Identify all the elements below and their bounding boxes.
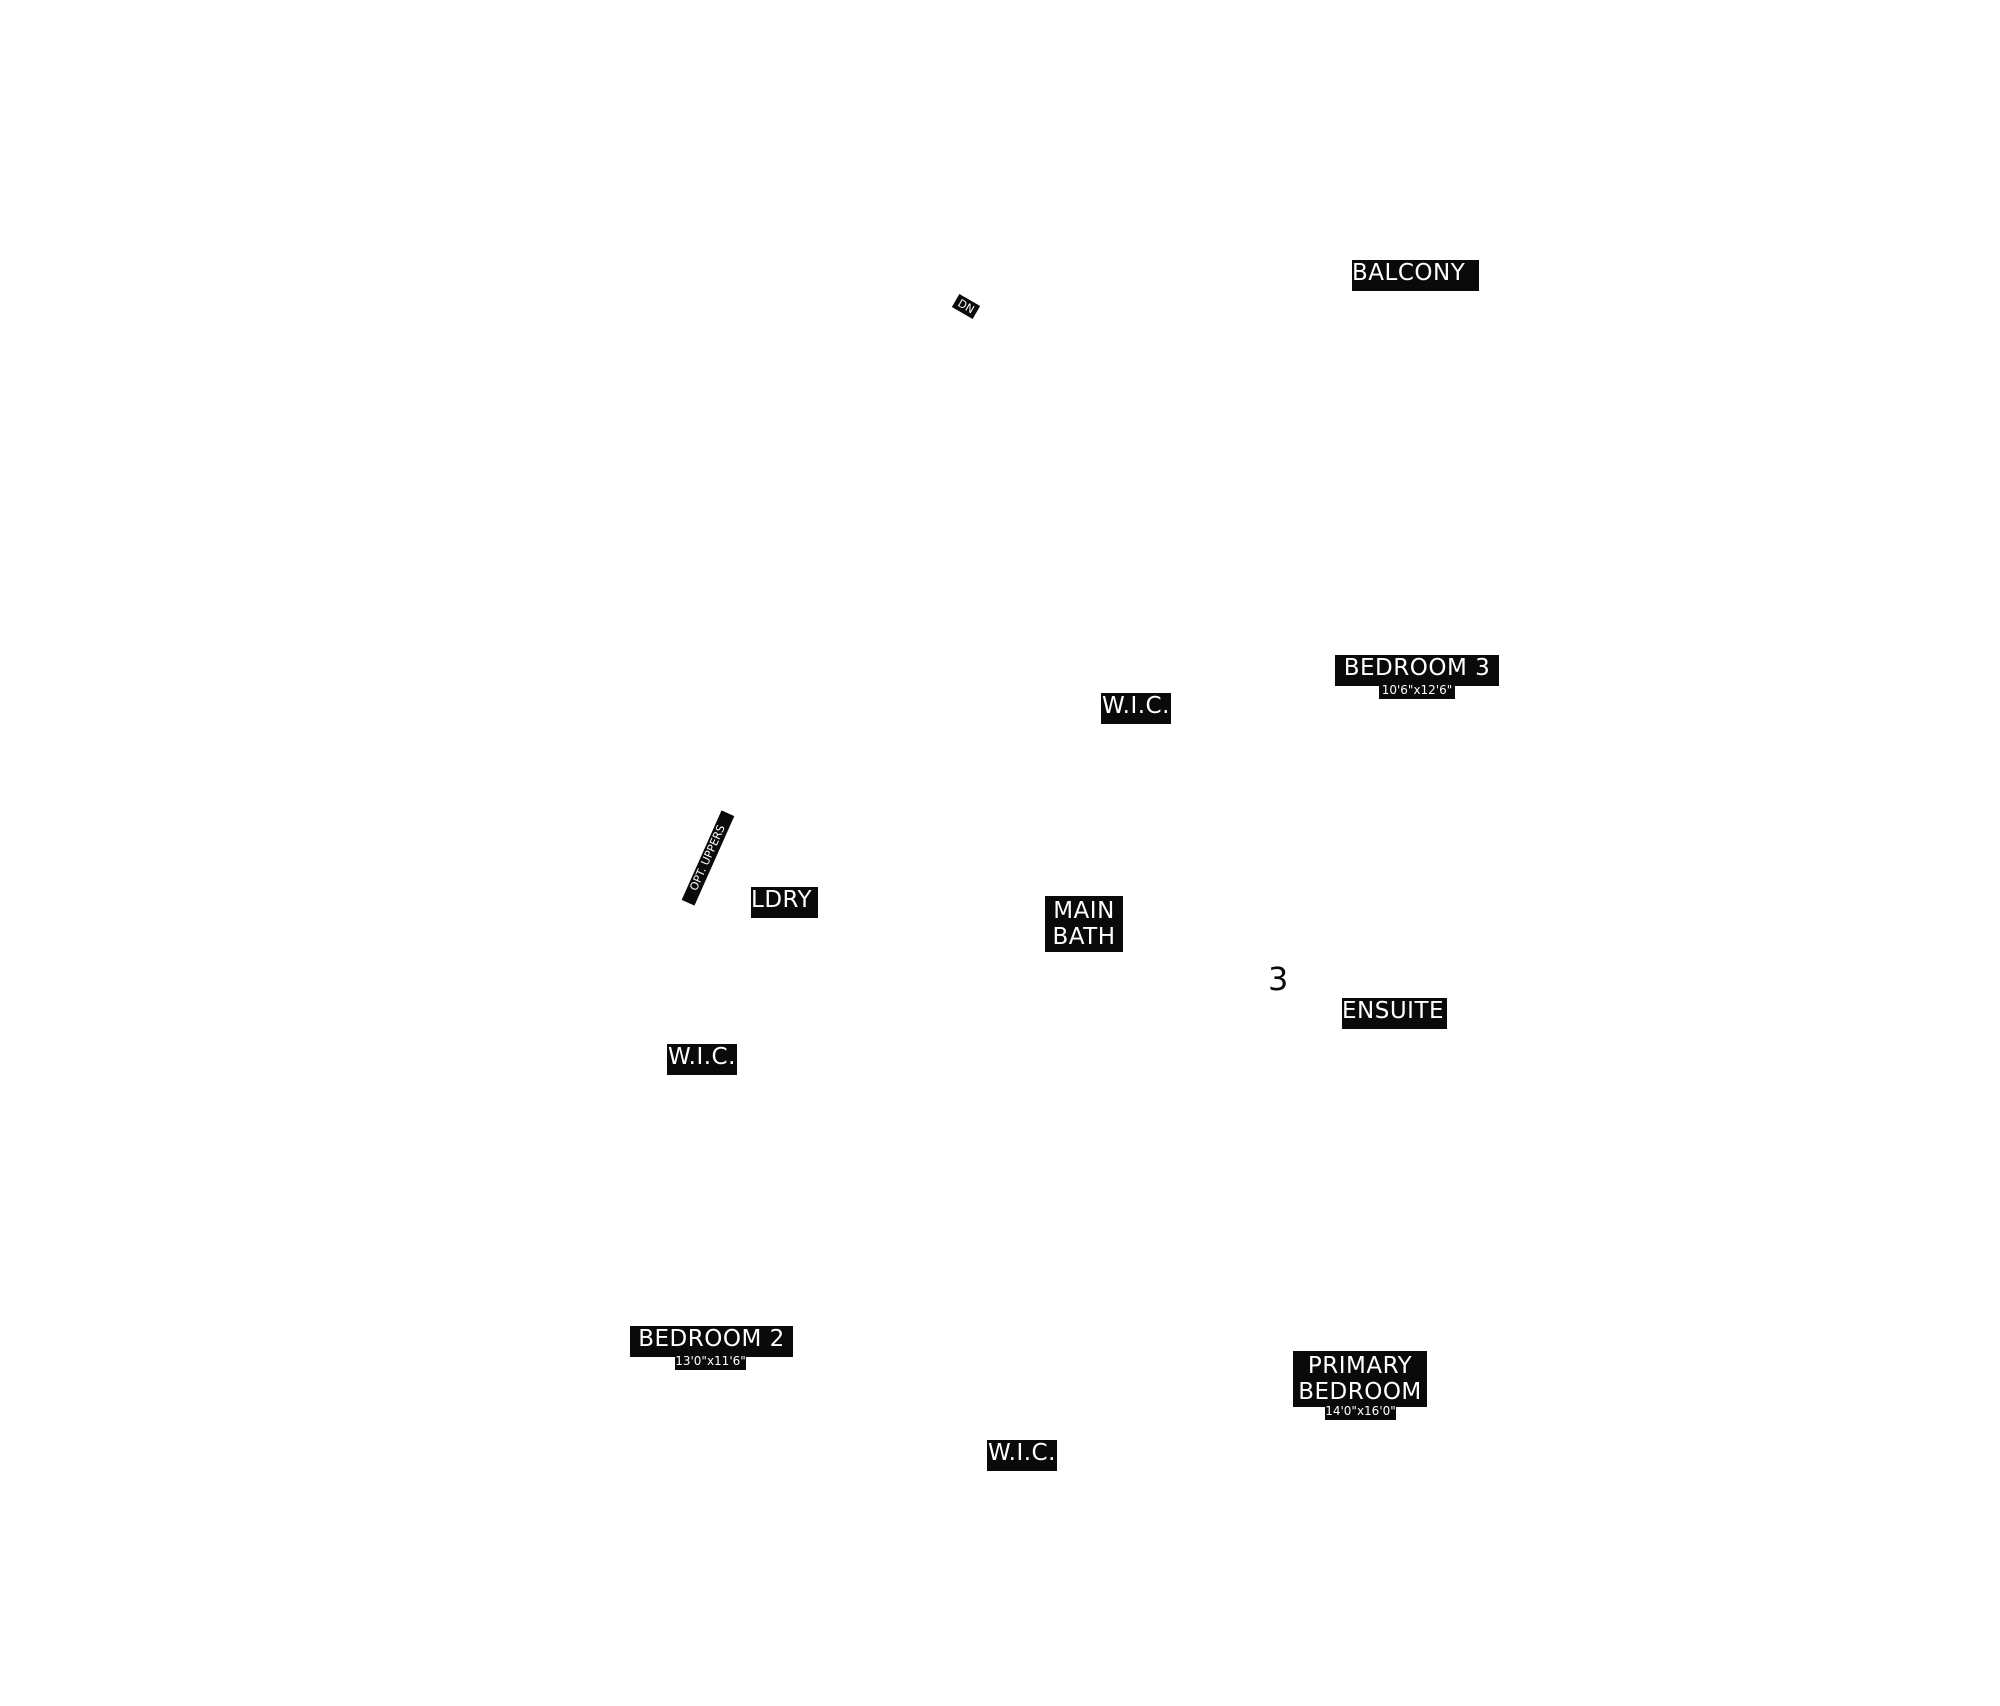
bedroom-2-dimensions: 13'0"x11'6" xyxy=(675,1354,746,1370)
bedroom-2-label: BEDROOM 2 xyxy=(630,1326,793,1357)
balcony-label: BALCONY xyxy=(1352,260,1479,291)
laundry-label: LDRY xyxy=(751,887,818,918)
wic-upper-label: W.I.C. xyxy=(1101,693,1171,724)
main-bath-line-2: BATH xyxy=(1052,924,1116,950)
main-bath-label: MAIN BATH xyxy=(1045,896,1123,952)
level-marker: 3 xyxy=(1268,960,1289,998)
stair-down-marker: DN xyxy=(951,294,981,319)
wic-lower-label: W.I.C. xyxy=(987,1440,1057,1471)
primary-bedroom-dimensions: 14'0"x16'0" xyxy=(1325,1404,1396,1420)
ensuite-label: ENSUITE xyxy=(1342,998,1447,1029)
bedroom-3-dimensions: 10'6"x12'6" xyxy=(1379,683,1455,699)
bedroom-3-label: BEDROOM 3 xyxy=(1335,655,1499,686)
wic-left-label: W.I.C. xyxy=(667,1044,737,1075)
primary-bedroom-line-1: PRIMARY xyxy=(1307,1353,1413,1379)
primary-bedroom-line-2: BEDROOM xyxy=(1298,1379,1422,1405)
main-bath-line-1: MAIN xyxy=(1053,898,1115,924)
primary-bedroom-label: PRIMARY BEDROOM xyxy=(1293,1351,1427,1407)
opt-uppers-label: OPT. UPPERS xyxy=(681,810,735,906)
